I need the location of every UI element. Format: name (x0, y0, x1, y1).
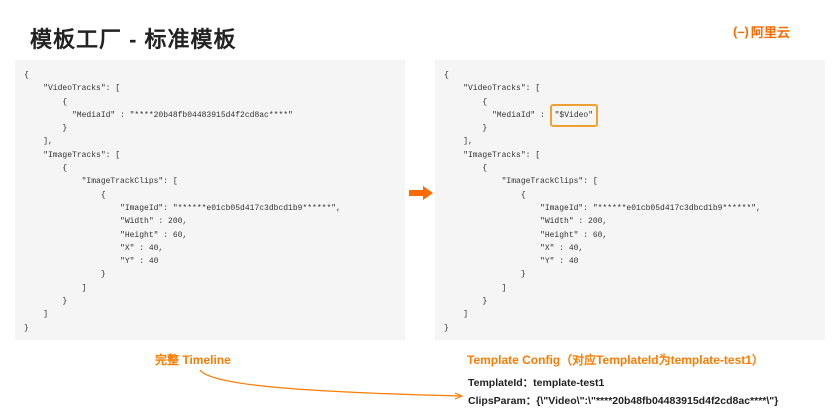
code-line: { (444, 190, 526, 200)
code-line: ] (24, 283, 87, 293)
code-line: "ImageId": "******e01cb05d417c3dbcd1b9**… (444, 203, 761, 213)
code-line: "VideoTracks": [ (24, 84, 121, 94)
code-line: "Height" : 60, (444, 230, 608, 240)
arrow-right-icon (409, 186, 433, 200)
code-line: "ImageTracks": [ (444, 150, 541, 160)
aliyun-logo-icon: (–) (733, 24, 749, 39)
timeline-code-panel: { "VideoTracks": [ { "MediaId" : "****20… (15, 60, 405, 340)
code-line: ], (24, 137, 53, 147)
code-line: } (24, 124, 68, 134)
code-line: } (444, 297, 488, 307)
code-line: } (24, 270, 106, 280)
template-id-text: TemplateId：template-test1 (468, 377, 605, 389)
logo-text: 阿里云 (750, 25, 790, 40)
video-placeholder-highlight: "$Video" (549, 103, 599, 127)
page-title: 模板工厂 - 标准模板 (30, 27, 237, 52)
code-line: ], (444, 137, 473, 147)
code-line: "X" : 40, (24, 243, 164, 253)
clips-param-text: ClipsParam：{\"Video\":\"****20b48fb04483… (468, 395, 779, 407)
code-line: "Y" : 40 (444, 257, 579, 267)
code-line: } (444, 270, 526, 280)
code-line: "VideoTracks": [ (444, 84, 541, 94)
code-line: } (24, 323, 29, 333)
code-line: { (444, 164, 488, 174)
code-line: } (444, 323, 449, 333)
aliyun-logo: (–) 阿里云 (733, 22, 790, 41)
timeline-json: { "VideoTracks": [ { "MediaId" : "****20… (24, 69, 341, 335)
code-line: "ImageTrackClips": [ (444, 177, 598, 187)
code-line: "ImageId": "******e01cb05d417c3dbcd1b9**… (24, 203, 341, 213)
code-line: } (444, 124, 488, 134)
code-line: "MediaId" : (444, 110, 550, 120)
code-line: { (24, 71, 29, 80)
template-config-caption: Template Config（对应TemplateId为template-te… (467, 353, 764, 367)
code-line: "Width" : 200, (24, 217, 188, 227)
code-line: "Y" : 40 (24, 257, 159, 267)
code-line: } (24, 297, 68, 307)
code-line: { (24, 164, 68, 174)
code-line: "X" : 40, (444, 243, 584, 253)
code-line: { (24, 97, 68, 107)
code-line: "Height" : 60, (24, 230, 188, 240)
template-config-panel: { "VideoTracks": [ { "MediaId" : "$Video… (435, 60, 825, 340)
code-line: ] (444, 283, 507, 293)
template-json: { "VideoTracks": [ { "MediaId" : "$Video… (444, 69, 761, 335)
timeline-caption: 完整 Timeline (155, 353, 231, 367)
code-line: ] (24, 310, 49, 320)
code-line: "MediaId" : "****20b48fb04483915d4f2cd8a… (24, 110, 293, 120)
code-line: { (24, 190, 106, 200)
code-line: "ImageTrackClips": [ (24, 177, 178, 187)
code-line: "Width" : 200, (444, 217, 608, 227)
code-line: { (444, 97, 488, 107)
code-line: { (444, 71, 449, 80)
code-line: ] (444, 310, 469, 320)
code-line: "ImageTracks": [ (24, 150, 121, 160)
